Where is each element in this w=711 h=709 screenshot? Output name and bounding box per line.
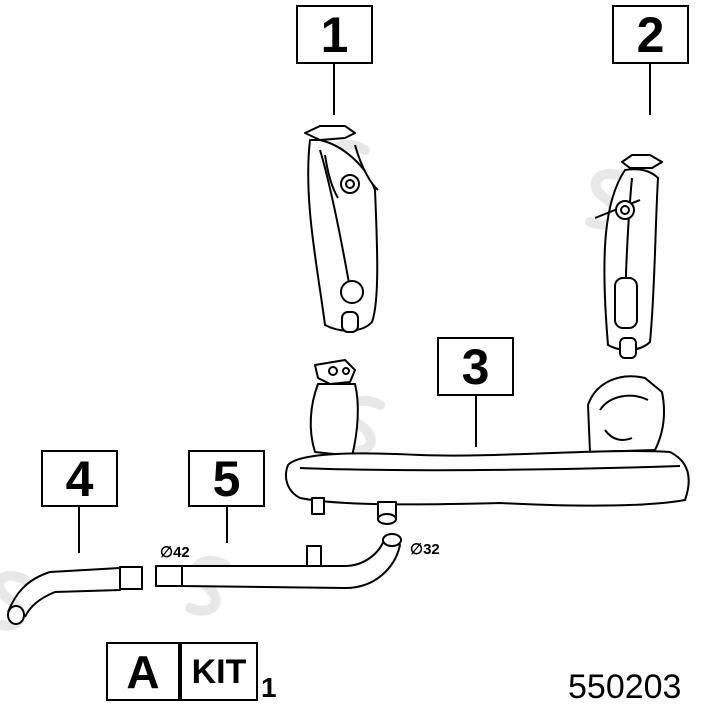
callout-3-number: 3	[461, 338, 490, 395]
kit-count: 1	[261, 672, 277, 703]
part-4-hose	[7, 566, 143, 625]
callout-2-number: 2	[636, 6, 665, 63]
callout-4-number: 4	[65, 450, 94, 507]
part-5-pipe	[155, 533, 402, 589]
callout-1-number: 1	[320, 6, 349, 63]
callout-1: 1	[296, 5, 373, 64]
callout-4: 4	[41, 450, 118, 507]
kit-variant-box: A	[106, 642, 180, 701]
part-1-bracket	[304, 125, 379, 333]
callout-5: 5	[188, 450, 265, 507]
diameter-32-label: ∅32	[410, 541, 440, 558]
kit-label-box: KIT	[180, 642, 258, 701]
leader-lines	[78, 63, 651, 553]
kit-label: KIT	[191, 652, 247, 691]
callout-3: 3	[437, 337, 514, 396]
callout-5-number: 5	[212, 450, 241, 507]
diameter-42-label: ∅42	[160, 544, 190, 561]
part-3-tank	[285, 359, 690, 525]
kit-variant-letter: A	[126, 645, 160, 698]
part-number: 550203	[568, 668, 682, 706]
callout-2: 2	[612, 5, 689, 64]
part-2-bracket	[594, 154, 663, 359]
